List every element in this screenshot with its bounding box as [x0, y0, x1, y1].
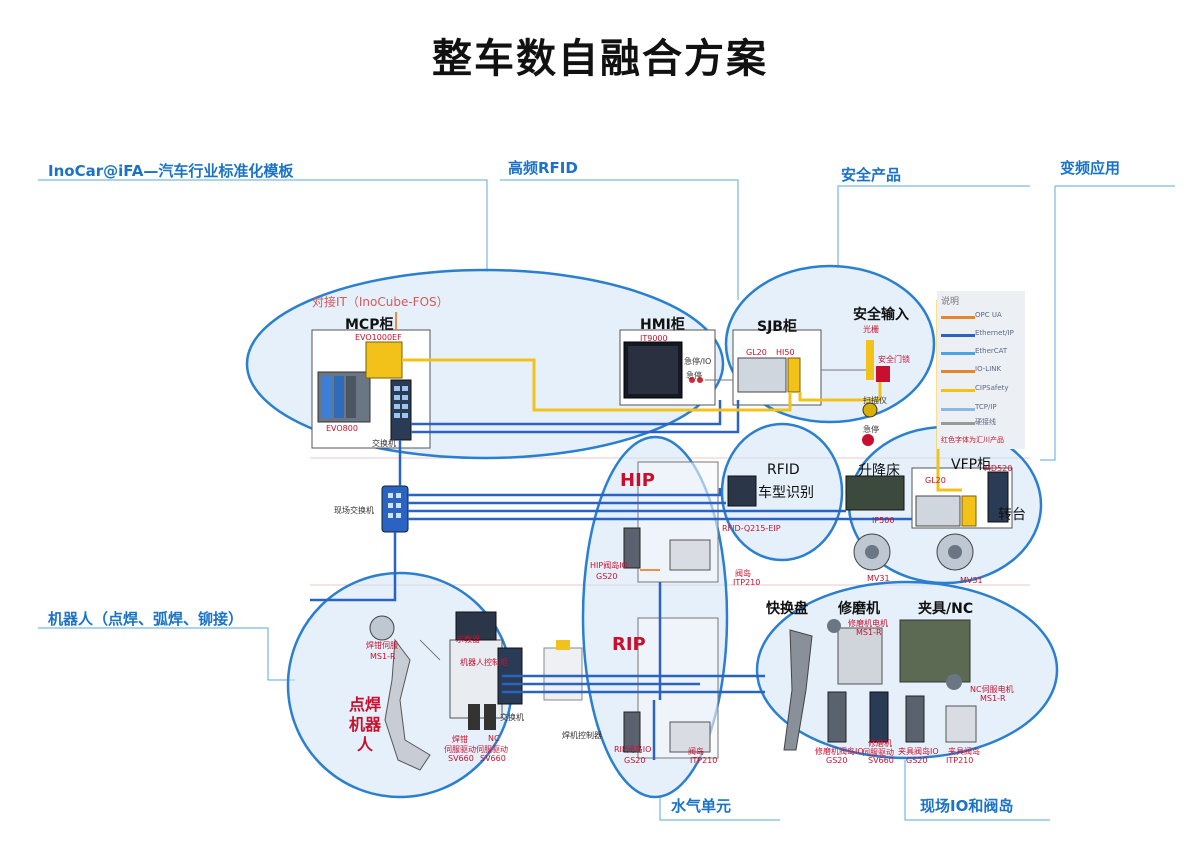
field-io1-label: 修磨机阀岛IO [815, 747, 864, 756]
legend-label: TCP/IP [975, 403, 997, 411]
hmi-btn2-label: 急停 [686, 371, 702, 380]
category-vfd: 变频应用 [1060, 159, 1121, 177]
category-water: 水气单元 [671, 797, 732, 815]
hmi-btn1-label: 急停/IO [684, 357, 712, 366]
robot-title: 点焊机器人 [348, 695, 381, 754]
robot-title-1: 点焊机器人 [345, 695, 385, 755]
mcp-switch-label: 交换机 [372, 439, 396, 448]
mcp-plc-label: EVO800 [326, 424, 358, 433]
rip-title: RIP [612, 634, 646, 655]
category-rfid: 高频RFID [508, 159, 578, 177]
field-nc-motor-model: MS1-R [980, 694, 1006, 703]
hip-title: HIP [620, 470, 655, 491]
field-switch-label: 现场交换机 [334, 506, 374, 515]
legend-label: Ethernet/IP [975, 329, 1014, 337]
safety-light-label: 光栅 [863, 325, 879, 334]
sjb-gl-label: GL20 [746, 348, 767, 357]
category-inocar: InoCar@iFA—汽车行业标准化模板 [48, 162, 294, 180]
robot-driver2-model: SV660 [480, 754, 506, 763]
vfp-md-label: MD520 [984, 464, 1013, 473]
mcp-plc-top-label: EVO1000EF [355, 333, 402, 342]
page-title: 整车数自融合方案 [432, 36, 768, 82]
connect-it-label: 对接IT（InoCube-FOS） [312, 295, 449, 309]
legend-item: OPC UA [941, 311, 1023, 323]
legend-item: EtherCAT [941, 347, 1023, 359]
field-grind-motor-label: 修磨机电机 [848, 619, 888, 628]
rip-valve-label: 阀岛 [688, 747, 704, 756]
safety-input-title: 安全输入 [853, 307, 909, 323]
mcp-cabinet-label: MCP柜 [345, 317, 394, 333]
field-io3-model: GS20 [906, 756, 928, 765]
field-fixture-label: 夹具/NC [918, 601, 974, 617]
category-robot: 机器人（点焊、弧焊、铆接） [48, 610, 244, 628]
legend-footer: 红色字体为汇川产品 [941, 436, 1004, 444]
legend-label: EtherCAT [975, 347, 1008, 355]
vfp-turn-label: 转台 [998, 507, 1026, 523]
legend-item: 硬接线 [941, 417, 1023, 429]
rfid-subtitle: 车型识别 [758, 485, 814, 501]
field-io2-model: SV660 [868, 756, 894, 765]
sjb-hi-label: HI50 [776, 348, 795, 357]
legend-item: Ethernet/IP [941, 329, 1023, 341]
legend-label: IO-LINK [975, 365, 1002, 373]
robot-driver1-model: SV660 [448, 754, 474, 763]
vfp-cabinet-label: VFP柜 [951, 457, 992, 473]
hip-io-label: HIP阀岛IO [590, 561, 628, 570]
field-changer-label: 快换盘 [766, 601, 808, 617]
safety-scanner-label: 扫描仪 [863, 396, 887, 405]
ethernet-lines [310, 400, 912, 760]
field-io4-model: ITP210 [946, 756, 974, 765]
legend-item: TCP/IP [941, 403, 1023, 415]
robot-driver1-label: 焊钳 [452, 735, 468, 744]
robot-servo-label: 焊钳伺服 [366, 641, 398, 650]
robot-driver2b-label: 伺服驱动 [476, 745, 508, 754]
robot-servo-model: MS1-R [370, 652, 396, 661]
field-grind-motor-model: MS1-R [856, 628, 882, 637]
legend-title: 说明 [941, 297, 960, 307]
robot-driver2-label: NC [488, 734, 500, 743]
vfp-motor2-label: MV31 [960, 576, 983, 585]
hmi-model-label: IT9000 [640, 334, 668, 343]
sjb-cabinet-label: SJB柜 [757, 319, 797, 335]
hmi-cabinet-label: HMI柜 [640, 317, 685, 333]
legend-item: CIPSafety [941, 384, 1023, 396]
legend-item: IO-LINK [941, 365, 1023, 377]
field-io1-model: GS20 [826, 756, 848, 765]
lift-title: 升降床 [858, 463, 900, 479]
field-io3-label: 夹具阀岛IO [898, 747, 939, 756]
safety-estop-label: 急停 [863, 425, 879, 434]
hip-valve-model: ITP210 [733, 578, 761, 587]
field-io2-label: 修磨机 [868, 739, 892, 748]
rfid-title: RFID [767, 462, 800, 478]
vfp-gl-label: GL20 [925, 476, 946, 485]
field-io2b-label: 伺服驱动 [862, 748, 894, 757]
safety-door-label: 安全门锁 [878, 355, 910, 364]
robot-controller-label: 机器人控制柜 [460, 658, 508, 667]
robot-teach-label: 示教器 [456, 635, 480, 644]
legend-label: OPC UA [975, 311, 1002, 319]
legend: 说明 OPC UA Ethernet/IP EtherCAT IO-LINK C… [937, 291, 1025, 449]
rip-io-model: GS20 [624, 756, 646, 765]
vfp-motor1-label: MV31 [867, 574, 890, 583]
category-safety: 安全产品 [841, 166, 902, 184]
robot-weld-label: 焊机控制器 [562, 731, 602, 740]
robot-switch-label: 交换机 [500, 713, 524, 722]
category-leaders [38, 179, 1175, 821]
lift-model-label: IP500 [872, 516, 895, 525]
zone-rfid [720, 422, 844, 562]
hip-io-model: GS20 [596, 572, 618, 581]
rfid-model-label: RFID-Q215-EIP [722, 524, 781, 533]
hip-valve-label: 阀岛 [735, 569, 751, 578]
rip-io-label: RIP阀岛IO [614, 745, 652, 754]
robot-driver1b-label: 伺服驱动 [444, 745, 476, 754]
rip-valve-model: ITP210 [690, 756, 718, 765]
field-nc-motor-label: NC伺服电机 [970, 685, 1014, 694]
legend-label: 硬接线 [975, 418, 996, 426]
field-io4-label: 夹具阀岛 [948, 747, 980, 756]
legend-label: CIPSafety [975, 384, 1009, 392]
field-grinder-label: 修磨机 [838, 601, 880, 617]
category-field-io: 现场IO和阀岛 [920, 797, 1014, 815]
